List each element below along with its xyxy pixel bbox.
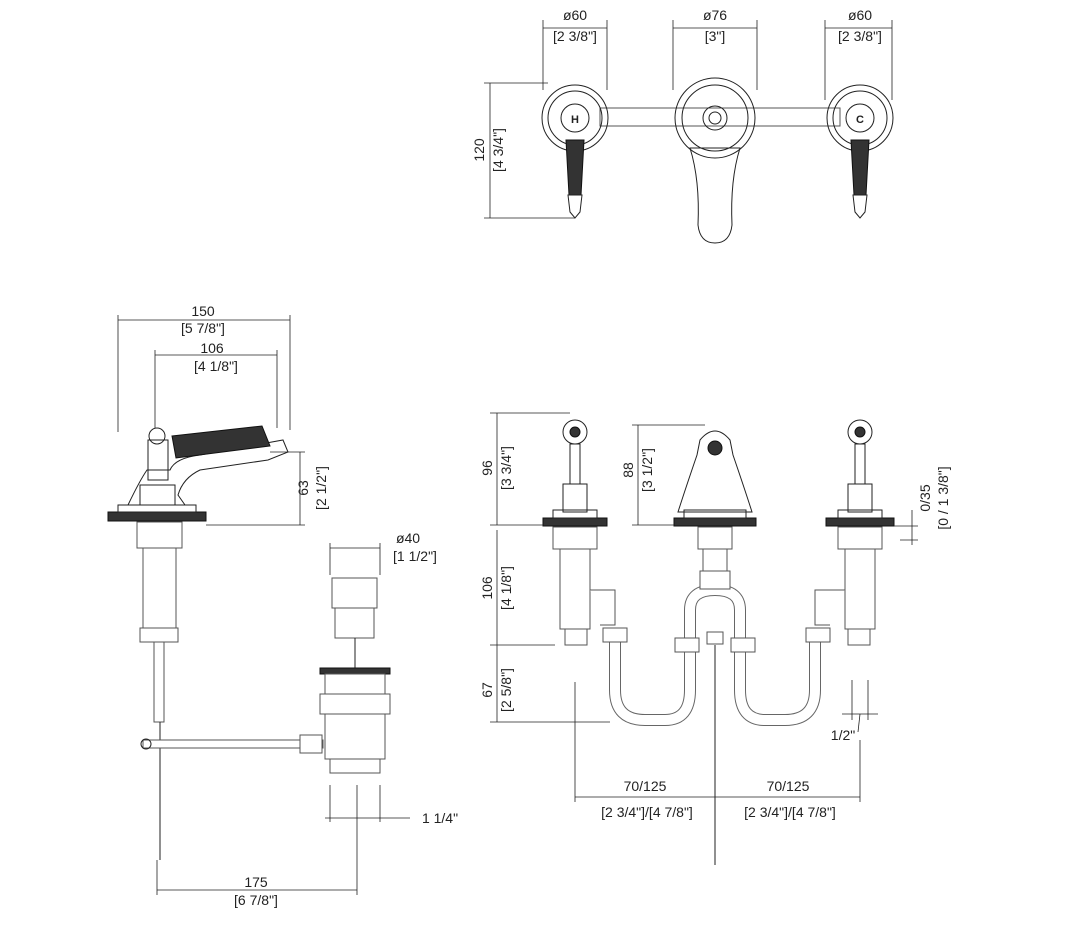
dimension-connection-drop: 67 [2 5/8"] xyxy=(479,645,610,723)
dim-text: 1/2" xyxy=(831,727,855,743)
dim-text: [2 3/4"]/[4 7/8"] xyxy=(744,804,836,820)
dim-text: 96 xyxy=(479,460,495,476)
dim-text: ø60 xyxy=(848,7,872,23)
dimension-left-diameter: ø60 [2 3/8"] xyxy=(542,7,608,90)
dimension-overall-length: 150 [5 7/8"] xyxy=(117,303,291,432)
dimension-spout-height-front: 88 [3 1/2"] xyxy=(620,424,705,526)
dim-text: [5 7/8"] xyxy=(181,320,225,336)
dim-text: 1 1/4" xyxy=(422,810,458,826)
dim-text: 70/125 xyxy=(767,778,810,794)
dim-text: 88 xyxy=(620,462,636,478)
top-view: H C ø60 [2 3/8"] ø76 xyxy=(471,7,894,244)
dim-text: [0 / 1 3/8"] xyxy=(935,466,951,529)
side-view: 150 [5 7/8"] 106 [4 1/8"] 63 [2 1/2"] ø4… xyxy=(107,303,458,908)
cold-lever xyxy=(850,139,870,196)
dim-text: ø40 xyxy=(396,530,420,546)
dim-text: [4 3/4"] xyxy=(490,128,506,172)
hot-label: H xyxy=(571,114,579,126)
dimension-spout-reach: 106 [4 1/8"] xyxy=(154,340,278,428)
dimension-handle-height: 96 [3 3/4"] xyxy=(479,412,570,526)
dim-text: [2 3/8"] xyxy=(838,28,882,44)
spout-front xyxy=(673,430,757,653)
dim-text: 67 xyxy=(479,682,495,698)
dim-text: [6 7/8"] xyxy=(234,892,278,908)
dim-text: [1 1/2"] xyxy=(393,548,437,564)
cold-handle-top: C xyxy=(826,84,894,219)
dim-text: [2 5/8"] xyxy=(498,668,514,712)
dim-text: 63 xyxy=(295,480,311,496)
cold-label: C xyxy=(856,114,864,126)
dimension-right-spacing: 70/125 [2 3/4"]/[4 7/8"] xyxy=(715,740,861,820)
supply-tube xyxy=(153,641,165,723)
connector-bar xyxy=(599,107,841,127)
dim-text: 120 xyxy=(471,138,487,162)
dimension-left-spacing: 70/125 [2 3/4"]/[4 7/8"] xyxy=(574,682,715,820)
dimension-right-diameter: ø60 [2 3/8"] xyxy=(824,7,893,100)
hot-valve-front xyxy=(542,419,628,646)
dim-text: [3 1/2"] xyxy=(639,448,655,492)
dimension-drain-thread: 1 1/4" xyxy=(325,785,458,826)
dimension-center-diameter: ø76 [3"] xyxy=(672,7,758,90)
dim-text: 106 xyxy=(200,340,224,356)
dim-text: [4 1/8"] xyxy=(498,566,514,610)
dimension-deck-thickness: 0/35 [0 / 1 3/8"] xyxy=(894,466,951,545)
dim-text: 150 xyxy=(191,303,215,319)
dim-text: ø76 xyxy=(703,7,727,23)
hot-lever xyxy=(565,139,585,196)
dimension-connection-size: 1/2" xyxy=(831,680,878,743)
dimension-top-height: 120 [4 3/4"] xyxy=(471,82,575,219)
dim-text: [4 1/8"] xyxy=(194,358,238,374)
dim-text: [2 3/8"] xyxy=(553,28,597,44)
dim-text: 70/125 xyxy=(624,778,667,794)
dim-text: 0/35 xyxy=(917,484,933,511)
dim-text: [3 3/4"] xyxy=(498,446,514,490)
dimension-rod-length: 175 [6 7/8"] xyxy=(156,785,358,908)
dimension-shank-length: 106 [4 1/8"] xyxy=(479,530,555,646)
front-view: 96 [3 3/4"] 88 [3 1/2"] 0/35 [0 / 1 3/8"… xyxy=(479,412,951,865)
dim-text: [2 3/4"]/[4 7/8"] xyxy=(601,804,693,820)
dim-text: 106 xyxy=(479,576,495,600)
pop-up-rod xyxy=(142,739,324,749)
cold-valve-front xyxy=(805,419,895,646)
dim-text: 175 xyxy=(244,874,268,890)
hot-handle-top: H xyxy=(541,84,609,219)
spout-top xyxy=(674,77,756,244)
side-lever xyxy=(171,425,271,459)
dimension-spout-height: 63 [2 1/2"] xyxy=(206,451,329,526)
dimension-drain-diameter: ø40 [1 1/2"] xyxy=(329,530,437,575)
dim-text: ø60 xyxy=(563,7,587,23)
drain-assembly xyxy=(319,577,391,774)
dim-text: [2 1/2"] xyxy=(313,466,329,510)
dim-text: [3"] xyxy=(705,28,726,44)
